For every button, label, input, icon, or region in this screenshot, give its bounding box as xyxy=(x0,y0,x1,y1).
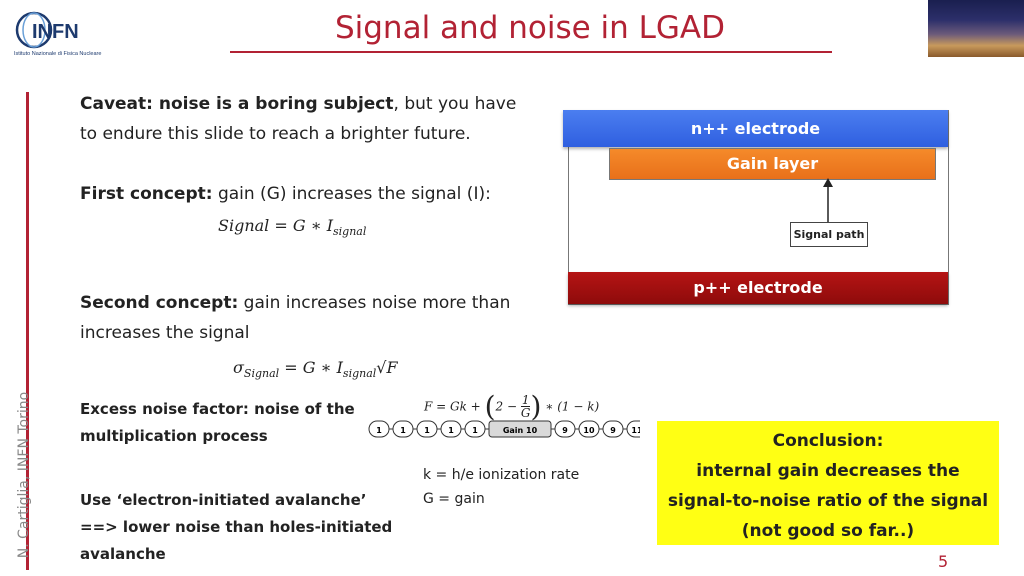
f-frac-num: 1 xyxy=(520,393,531,407)
eq-signal: Signal xyxy=(218,216,270,235)
n-electrode: n++ electrode xyxy=(563,110,948,147)
conclusion-line3: (not good so far..) xyxy=(741,521,915,541)
excess-line1: Excess noise factor: noise of the xyxy=(80,400,355,418)
conclusion-line2: signal-to-noise ratio of the signal xyxy=(667,491,989,511)
left-divider xyxy=(26,92,29,570)
def-k: k = h/e ionization rate xyxy=(423,467,580,483)
chain-node xyxy=(392,420,414,438)
chain-node xyxy=(440,420,462,438)
f-lhs: F = Gk + xyxy=(424,399,485,414)
gain-node xyxy=(488,420,552,438)
signal-equation: Signal = G ∗ Isignal xyxy=(218,216,366,238)
chain-node xyxy=(626,420,640,438)
f-paren-open: ( xyxy=(484,390,496,423)
electron-line2: ==> lower noise than holes-initiated xyxy=(80,518,393,536)
title-underline xyxy=(230,51,832,53)
chain-node-label: 10 xyxy=(583,426,595,435)
eq-sigma: σ xyxy=(233,358,244,377)
f-tail: ∗ (1 − k) xyxy=(541,399,600,414)
excess-line2: multiplication process xyxy=(80,427,268,445)
svg-text:INFN: INFN xyxy=(32,21,79,43)
noise-equation: σSignal = G ∗ Isignal√F xyxy=(233,358,398,380)
first-concept: First concept: gain (G) increases the si… xyxy=(80,179,550,209)
second-concept-label: Second concept: xyxy=(80,293,239,313)
excess-noise-text: Excess noise factor: noise of the multip… xyxy=(80,396,370,450)
chain-node-label: 11 xyxy=(631,426,640,435)
second-concept-text: gain increases noise more than xyxy=(238,293,511,313)
caveat-line2: to endure this slide to reach a brighter… xyxy=(80,124,471,144)
page-number: 5 xyxy=(938,552,949,571)
eq-sigma-sub: Signal xyxy=(243,367,280,381)
definitions: k = h/e ionization rate G = gain xyxy=(423,463,579,511)
f-paren-close: ) xyxy=(530,390,542,423)
chain-node xyxy=(416,420,438,438)
f-two: 2 − xyxy=(495,399,521,414)
chain-node xyxy=(368,420,390,438)
logo-subtitle: Istituto Nazionale di Fisica Nucleare xyxy=(14,51,102,57)
chain-node xyxy=(602,420,624,438)
chain-node-label: 9 xyxy=(562,426,568,435)
chain-node-label: Gain 10 xyxy=(503,426,538,435)
second-concept: Second concept: gain increases noise mor… xyxy=(80,288,550,348)
first-concept-label: First concept: xyxy=(80,184,213,204)
caveat-text: Caveat: noise is a boring subject, but y… xyxy=(80,89,540,149)
chain-node-label: 1 xyxy=(376,426,382,435)
first-concept-text: gain (G) increases the signal (I): xyxy=(212,184,491,204)
chain-node-label: 9 xyxy=(610,426,616,435)
conclusion-box: Conclusion: internal gain decreases the … xyxy=(657,421,999,545)
eq-sub2: signal xyxy=(342,367,377,381)
chain-node-label: 1 xyxy=(424,426,430,435)
caveat-bold: Caveat: noise is a boring subject xyxy=(80,94,394,114)
eq-sqrt: √F xyxy=(376,358,398,377)
f-frac-den: G xyxy=(520,406,531,420)
conclusion-line1: internal gain decreases the xyxy=(696,461,960,481)
conclusion-title: Conclusion: xyxy=(772,431,884,451)
p-electrode: p++ electrode xyxy=(568,272,948,304)
signal-path-label: Signal path xyxy=(790,222,868,247)
electron-line1: Use ‘electron-initiated avalanche’ xyxy=(80,491,367,509)
chain-node xyxy=(578,420,600,438)
electron-avalanche-text: Use ‘electron-initiated avalanche’ ==> l… xyxy=(80,487,400,568)
header-photo xyxy=(928,0,1024,57)
def-g: G = gain xyxy=(423,491,485,507)
caveat-rest: , but you have xyxy=(393,94,517,114)
electron-line3: avalanche xyxy=(80,545,166,563)
eq-sub: signal xyxy=(333,225,367,239)
eq-g-i: = G ∗ I xyxy=(269,216,334,235)
second-concept-line2: increases the signal xyxy=(80,323,250,343)
chain-node xyxy=(464,420,486,438)
signal-path-arrow xyxy=(823,178,833,224)
chain-node-label: 1 xyxy=(472,426,478,435)
chain-node xyxy=(554,420,576,438)
infn-logo: INFN xyxy=(14,10,96,54)
chain-node-label: 1 xyxy=(448,426,454,435)
eq-mid: = G ∗ I xyxy=(279,358,343,377)
chain-node-label: 1 xyxy=(400,426,406,435)
gain-layer: Gain layer xyxy=(609,148,936,180)
slide-title: Signal and noise in LGAD xyxy=(334,10,726,46)
author-label: N. Cartiglia, INFN Torino xyxy=(16,391,32,559)
